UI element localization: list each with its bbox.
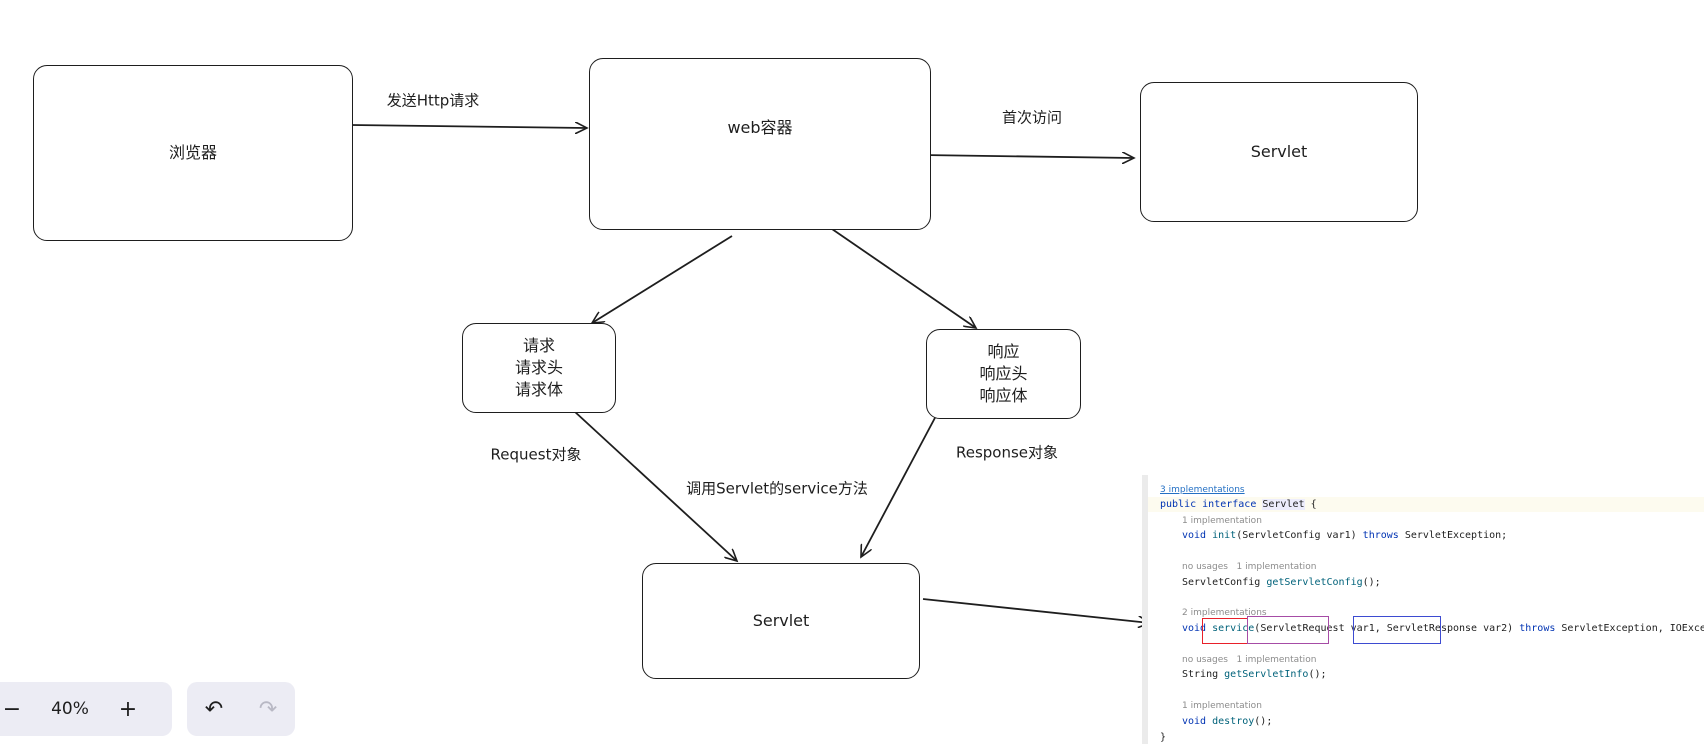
code-hint: 1 implementation: [1182, 516, 1262, 526]
zoom-in-button[interactable]: +: [118, 696, 138, 722]
code-interface-decl: public interface Servlet {: [1160, 499, 1317, 510]
method: getServletConfig: [1266, 577, 1363, 588]
history-controls: ↶ ↷: [187, 682, 295, 736]
exc: ServletException;: [1404, 530, 1508, 541]
service-highlight-box: [1202, 618, 1248, 644]
params: (ServletConfig var1): [1236, 530, 1357, 541]
first-visit-label: 首次访问: [1001, 108, 1063, 127]
paren: (: [1254, 623, 1261, 634]
response-body-line: 响应体: [979, 386, 1028, 405]
servlet-top-label: Servlet: [1250, 142, 1308, 161]
kw: void: [1182, 716, 1207, 727]
kw: throws: [1362, 530, 1399, 541]
request-line: 请求: [522, 336, 555, 355]
code-destroy: void destroy();: [1182, 716, 1272, 727]
undo-button[interactable]: ↶: [204, 696, 224, 722]
response-line: 响应: [987, 342, 1020, 361]
method: destroy: [1212, 716, 1255, 727]
request-body-line: 请求体: [514, 380, 563, 399]
code-hint: 2 implementations: [1182, 608, 1267, 618]
code-hint: 1 implementation: [1182, 701, 1262, 711]
parens: ();: [1308, 669, 1327, 680]
implementations-link[interactable]: 3 implementations: [1160, 485, 1245, 495]
response-highlight-box: [1353, 616, 1441, 644]
type: String: [1182, 669, 1219, 680]
type: ServletResponse: [1386, 623, 1478, 634]
type: ServletConfig: [1182, 577, 1261, 588]
redo-button[interactable]: ↷: [258, 696, 278, 722]
closing-brace: }: [1160, 732, 1167, 743]
servlet-top-node[interactable]: Servlet: [1140, 82, 1418, 222]
arrow-browser-to-container: [350, 125, 587, 128]
arrow-servlet-to-code: [922, 598, 1150, 623]
request-header-line: 请求头: [514, 358, 563, 377]
brace: {: [1310, 499, 1317, 510]
zoom-level[interactable]: 40%: [51, 699, 89, 719]
arrow-response-to-servlet: [861, 413, 938, 557]
call-service-label: 调用Servlet的service方法: [686, 479, 868, 498]
servlet-bottom-node[interactable]: Servlet: [642, 563, 920, 679]
browser-label: 浏览器: [168, 143, 217, 162]
arrow-container-to-request: [592, 235, 733, 323]
browser-node[interactable]: 浏览器: [33, 65, 353, 241]
arrow-request-to-servlet: [573, 410, 737, 561]
web-container-label: web容器: [727, 118, 793, 137]
kw: interface: [1202, 499, 1257, 510]
code-hint: no usages 1 implementation: [1182, 562, 1317, 572]
method: service: [1212, 623, 1255, 634]
kw: public: [1160, 499, 1197, 510]
zoom-controls: − 40% +: [0, 682, 172, 736]
web-container-node[interactable]: web容器: [589, 58, 931, 230]
type: ServletRequest: [1260, 623, 1345, 634]
method: getServletInfo: [1224, 669, 1309, 680]
request-node[interactable]: 请求 请求头 请求体: [462, 323, 616, 413]
code-getinfo: String getServletInfo();: [1182, 669, 1327, 680]
zoom-out-button[interactable]: −: [2, 696, 22, 722]
kw: void: [1182, 623, 1207, 634]
arrow-container-to-servlet: [921, 155, 1134, 158]
exc: ServletException, IOException;: [1561, 623, 1704, 634]
code-service: void service(ServletRequest var1, Servle…: [1182, 623, 1704, 634]
kw: void: [1182, 530, 1207, 541]
request-highlight-box: [1247, 616, 1329, 644]
send-http-label: 发送Http请求: [386, 91, 480, 110]
param: var2): [1477, 623, 1514, 634]
parens: ();: [1254, 716, 1273, 727]
code-hint: no usages 1 implementation: [1182, 655, 1317, 665]
response-object-label: Response对象: [955, 443, 1059, 462]
code-getconfig: ServletConfig getServletConfig();: [1182, 577, 1381, 588]
method: init: [1212, 530, 1237, 541]
param: var1,: [1344, 623, 1387, 634]
response-node[interactable]: 响应 响应头 响应体: [926, 329, 1081, 419]
servlet-bottom-label: Servlet: [752, 611, 810, 630]
code-init: void init(ServletConfig var1) throws Ser…: [1182, 530, 1507, 541]
arrow-container-to-response: [831, 228, 976, 328]
servlet-code-image: 3 implementations public interface Servl…: [1142, 475, 1704, 744]
request-object-label: Request对象: [490, 445, 582, 464]
parens: ();: [1362, 577, 1381, 588]
class-name: Servlet: [1262, 499, 1305, 510]
kw: throws: [1519, 623, 1556, 634]
response-header-line: 响应头: [979, 364, 1028, 383]
